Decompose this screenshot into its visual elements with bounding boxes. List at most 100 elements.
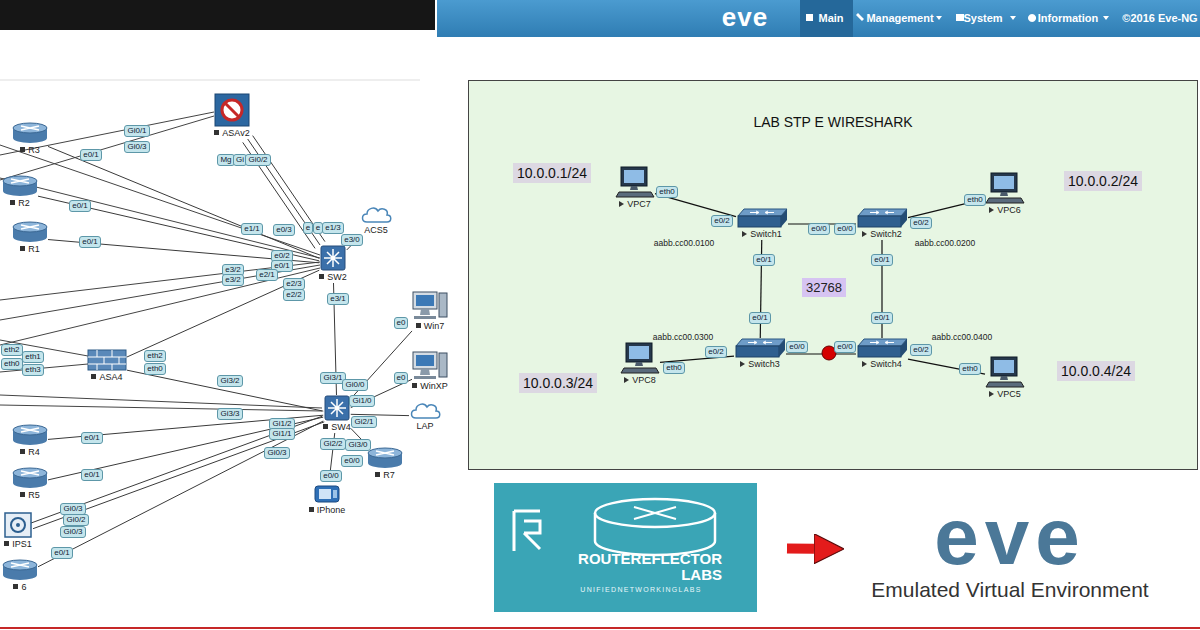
device-label: R3 — [20, 145, 40, 156]
switch-side — [901, 339, 907, 357]
port-label: e0/1 — [749, 312, 771, 324]
menu-item: ©2016 Eve-NG — [1122, 12, 1197, 25]
cloud-icon — [409, 400, 441, 420]
switch-arrows — [870, 341, 894, 344]
router-top — [3, 176, 37, 186]
device-label: WinXP — [412, 381, 448, 392]
device-label: Switch4 — [862, 359, 902, 370]
pc-screen — [416, 355, 434, 366]
router-icon — [12, 424, 48, 446]
vpc-keyboard — [986, 382, 1024, 387]
vpc-screen — [629, 346, 649, 359]
vpc-icon — [615, 166, 655, 198]
port-label: e0/1 — [871, 312, 893, 324]
device-label: VPC8 — [624, 375, 656, 386]
network-link — [908, 359, 985, 374]
cloud-node: LAP — [409, 400, 441, 432]
pc-node: Win7 — [412, 290, 448, 332]
device-label: R4 — [20, 447, 40, 458]
ip-label: 10.0.0.4/24 — [1057, 361, 1135, 381]
port-label: Gi1/0 — [349, 395, 374, 407]
network-link — [786, 353, 856, 354]
ips-icon — [4, 512, 32, 538]
port-label: e0/0 — [834, 223, 856, 235]
router-node: R2 — [2, 175, 38, 209]
vpc-monitor — [626, 343, 652, 362]
phone-screen — [319, 489, 331, 499]
priority-number: 32768 — [802, 278, 846, 297]
port-label: e3/1 — [327, 293, 349, 305]
l3sw-icon — [324, 395, 350, 421]
port-label: Gi3/0 — [345, 439, 370, 451]
port-label: e0/0 — [320, 470, 342, 482]
port-label: e — [303, 222, 313, 234]
switch-node: Switch2 — [856, 208, 908, 240]
router-node: R3 — [12, 122, 48, 156]
port-label: e0/0 — [341, 455, 363, 467]
menu-item: Information — [1038, 12, 1099, 25]
port-label: Gi0/2 — [245, 154, 270, 166]
port-label: Gi0/0 — [342, 379, 367, 391]
switch-side — [781, 209, 787, 227]
pc-stand — [420, 309, 430, 315]
port-label: e2/1 — [256, 269, 278, 281]
port-label: Gi0/2 — [63, 514, 88, 526]
panel-title: LAB STP E WIRESHARK — [469, 81, 1197, 130]
port-label: e1/1 — [241, 223, 263, 235]
port-label: Gi1/1 — [269, 428, 294, 440]
vpc-stand — [1000, 376, 1008, 380]
device-label: Switch1 — [742, 229, 782, 240]
router-arrows — [11, 563, 29, 567]
pc-keyboard — [414, 316, 436, 319]
router-top — [368, 448, 402, 458]
device-label: IPS1 — [4, 539, 32, 550]
router-top — [13, 425, 47, 435]
pc-stand — [420, 369, 430, 375]
port-label: e2/2 — [283, 289, 305, 301]
router-node: 6 — [2, 559, 38, 593]
router-base — [3, 570, 37, 580]
pc-icon — [412, 350, 448, 380]
port-label: e0/0 — [834, 341, 856, 353]
cloud-shape — [412, 404, 440, 418]
brand-name: ROUTEREFLECTOR LABS — [544, 551, 722, 583]
logo-word: eve — [860, 497, 1160, 577]
network-link — [33, 422, 324, 529]
port-label: e0/1 — [81, 432, 103, 444]
router-node: R7 — [367, 447, 403, 481]
port-label: eth0 — [656, 186, 678, 198]
port-label: Gi3/2 — [217, 375, 242, 387]
port-label: e0/1 — [69, 200, 91, 212]
router-node: R1 — [12, 221, 48, 255]
device-label: SW4 — [323, 422, 351, 433]
port-label: eth0 — [144, 363, 166, 375]
router-top — [3, 560, 37, 570]
asav-icon — [214, 93, 250, 127]
pc-monitor — [413, 352, 437, 369]
switch-arrows — [870, 211, 894, 214]
switch-node: Switch1 — [736, 208, 788, 240]
lab-panel: LAB STP E WIRESHARKVPC7Switch1Switch2VPC… — [468, 80, 1198, 470]
brand-box: ROUTEREFLECTOR LABSUNIFIEDNETWORKINGLABS — [494, 483, 757, 612]
header-bar — [437, 0, 1200, 37]
vpc-node: VPC8 — [620, 342, 660, 386]
port-label: e0/2 — [910, 217, 932, 229]
lab-canvas — [468, 80, 1198, 470]
l3sw-icon — [320, 245, 346, 271]
router-arrows — [21, 126, 39, 130]
pc-tower — [439, 353, 447, 377]
stpsw-icon — [734, 338, 786, 358]
vpc-screen — [994, 360, 1014, 373]
router-base — [13, 232, 47, 242]
ip-label: 10.0.0.3/24 — [519, 373, 597, 393]
asav-body — [215, 94, 249, 126]
phone-icon — [313, 482, 341, 504]
switch-arrows — [324, 249, 342, 267]
emblem-cross — [634, 507, 676, 519]
router-arrows — [21, 428, 39, 432]
port-label: eth1 — [22, 351, 44, 363]
port-label: Gi0/3 — [60, 526, 85, 538]
network-link — [127, 270, 319, 357]
device-label: Switch3 — [740, 359, 780, 370]
